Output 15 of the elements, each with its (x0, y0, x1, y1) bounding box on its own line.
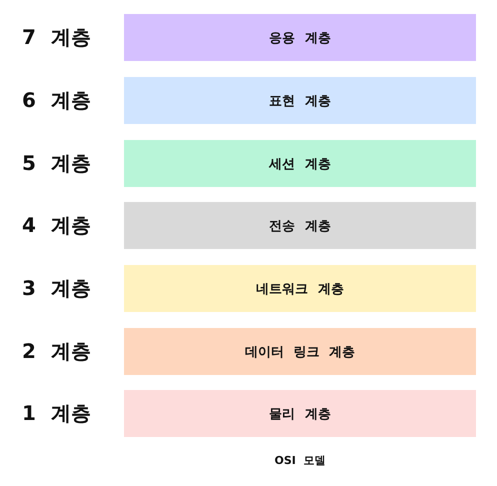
layer-box: 네트워크 계층 (124, 265, 476, 312)
layer-box: 응용 계층 (124, 14, 476, 61)
layer-number-label: 1 계층 (22, 401, 91, 425)
layer-number-label: 5 계층 (22, 151, 91, 175)
layer-box: 표현 계층 (124, 77, 476, 124)
layer-box: 전송 계층 (124, 202, 476, 249)
layer-box: 세션 계층 (124, 140, 476, 187)
layer-box: 물리 계층 (124, 390, 476, 437)
layer-number-label: 7 계층 (22, 25, 91, 49)
layer-number-label: 6 계층 (22, 88, 91, 112)
layer-number-label: 4 계층 (22, 213, 91, 237)
layer-number-label: 3 계층 (22, 276, 91, 300)
caption: OSI 모델 (274, 453, 326, 468)
layer-box: 데이터 링크 계층 (124, 328, 476, 375)
layer-number-label: 2 계층 (22, 339, 91, 363)
